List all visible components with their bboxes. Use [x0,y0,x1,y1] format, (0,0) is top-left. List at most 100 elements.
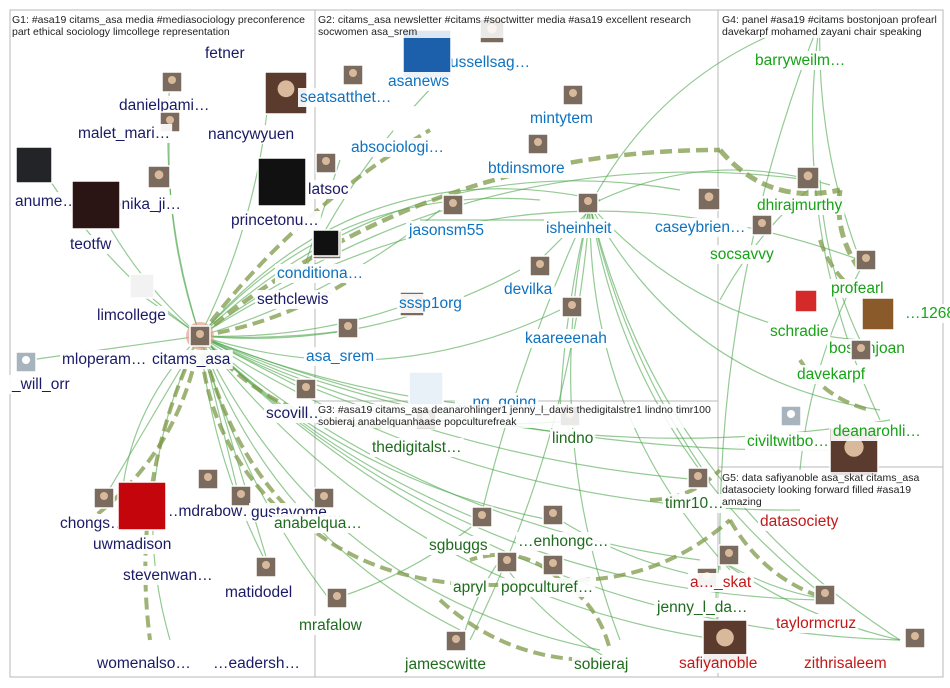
node-latsoc[interactable]: latsoc [306,152,351,199]
node-jamescwitte[interactable]: jamescwitte [402,630,488,674]
node-limcollege[interactable]: limcollege [95,273,168,325]
avatar-head-shape [22,356,30,364]
node-label-background [76,124,173,143]
node-label: limcollege [97,307,166,324]
node-label-background [223,583,295,602]
node-label-background [264,404,326,423]
node-label-background [306,180,351,199]
node-danielpami[interactable]: danielpami… [117,71,212,115]
node-eadersh[interactable]: …eadersh… [211,654,303,673]
node-sgbuggs[interactable]: sgbuggs [427,506,493,555]
node-fetner[interactable]: fetner [203,44,247,63]
node-caseybrien[interactable]: caseybrien… [653,187,748,237]
node-timr10[interactable]: timr10… [663,467,726,513]
node-label-background [831,422,923,441]
node-profearl[interactable]: profearl [829,249,886,298]
node-label: timr10… [665,495,724,512]
node-will-orr[interactable]: _will_orr [9,351,72,394]
node-datasociety[interactable]: datasociety [758,512,841,531]
node-label: kaareeenah [525,330,607,347]
node-deanarohli[interactable]: deanarohli… [829,422,923,477]
avatar-head-shape [857,344,865,352]
nodes: fetner danielpami…malet_mari… nancywyuen an… [9,18,950,674]
avatar-head-shape [569,89,577,97]
node-sssp1org[interactable]: sssp1org [397,291,464,317]
node-label: absociologi… [351,139,444,156]
node-teotfw[interactable]: teotfw [68,180,121,254]
node-isheinheit[interactable]: isheinheit [544,192,615,238]
node-a-skat[interactable]: a…_skat [688,544,754,592]
node-label: profearl [831,280,884,297]
avatar-head-shape [758,219,766,227]
node-uwmadison[interactable]: uwmadison [91,481,174,554]
node-label-background [516,532,611,551]
node-absociologi[interactable]: absociologi… [349,106,447,157]
node-devilka[interactable]: devilka [502,255,555,299]
edge [199,329,351,338]
node-label-background [91,535,174,554]
heavy-edge [649,468,722,502]
node-conditiona[interactable]: conditiona… [275,229,366,283]
node-safiyanoble[interactable]: safiyanoble [677,619,760,673]
node-womenalso[interactable]: womenalso… [94,654,193,673]
node-civiltwitbo[interactable]: civiltwitbo… [745,405,831,451]
node-dhirajmurthy[interactable]: dhirajmurthy [755,166,845,215]
node-stevenwan[interactable]: stevenwan… [121,566,215,585]
node-socsavvy[interactable]: socsavvy [708,214,776,264]
node-popculturef[interactable]: popculturef… [499,554,596,597]
node-anabelqua[interactable]: anabelqua… [272,487,364,533]
edge [589,19,811,206]
node-mintytem[interactable]: mintytem [528,84,595,128]
node-nancywyuen[interactable]: nancywyuen [206,71,308,144]
node-label: sobieraj [574,656,628,673]
node-anume[interactable]: anume… [13,146,80,211]
node-enhongc[interactable]: …enhongc… [516,504,611,551]
edge [199,335,701,561]
node-princetonu[interactable]: princetonu… [229,157,321,230]
node-label-background [203,44,247,63]
node-schradie[interactable]: schradie [768,289,831,341]
node-label-background [499,578,596,597]
abs-logo-icon [393,106,421,134]
node-matidodel[interactable]: matidodel [223,556,295,602]
node-kaareeenah[interactable]: kaareeenah [523,296,609,348]
node-label: popculturef… [501,579,593,596]
node-1268[interactable]: …1268 [861,297,950,331]
avatar-head-shape [302,383,310,391]
node-mrafalow[interactable]: mrafalow [297,587,365,635]
node-label-background [298,88,394,107]
node-barryweilm[interactable]: barryweilm… [753,51,848,70]
node-label: asanews [388,73,449,90]
node-btdinsmore[interactable]: btdinsmore [486,133,567,178]
node-chongs[interactable]: chongs… [58,487,128,533]
node-citams-asa[interactable]: citams_asa [150,350,233,369]
node-jasonsm55[interactable]: jasonsm55 [406,194,486,240]
avatar-head-shape [168,76,176,84]
node-label: danielpami… [119,97,209,114]
node-asanews[interactable]: asanews [386,29,452,91]
node-label-background [117,96,212,115]
node-scovill[interactable]: scovill… [264,378,326,423]
node-label-background [386,72,452,91]
node-mloperam[interactable]: mloperam… [60,325,211,369]
node-taylormcruz[interactable]: taylormcruz [774,584,859,633]
node-malet-mari[interactable]: malet_mari… [76,111,181,143]
node-label: ussellsag… [450,54,530,71]
node-davekarpf[interactable]: davekarpf [795,339,872,384]
node-seatsatthet[interactable]: seatsatthet… [298,64,394,107]
node-label-background [68,235,115,254]
node-asa-srem[interactable]: asa_srem [304,317,377,366]
avatar-head-shape [568,301,576,309]
node-sobieraj[interactable]: sobieraj [572,655,631,674]
node-label-background [121,566,215,585]
node-apryl[interactable]: apryl [451,551,518,597]
edge [199,188,601,337]
node-label: …1268 [905,305,950,322]
node-label-background [448,53,533,72]
node-label: jenny_l_da… [656,599,747,616]
avatar-head-shape [716,628,734,647]
node-label-background [663,494,726,513]
node-zithrisaleem[interactable]: zithrisaleem [802,627,926,673]
avatar-head-shape [725,549,733,557]
